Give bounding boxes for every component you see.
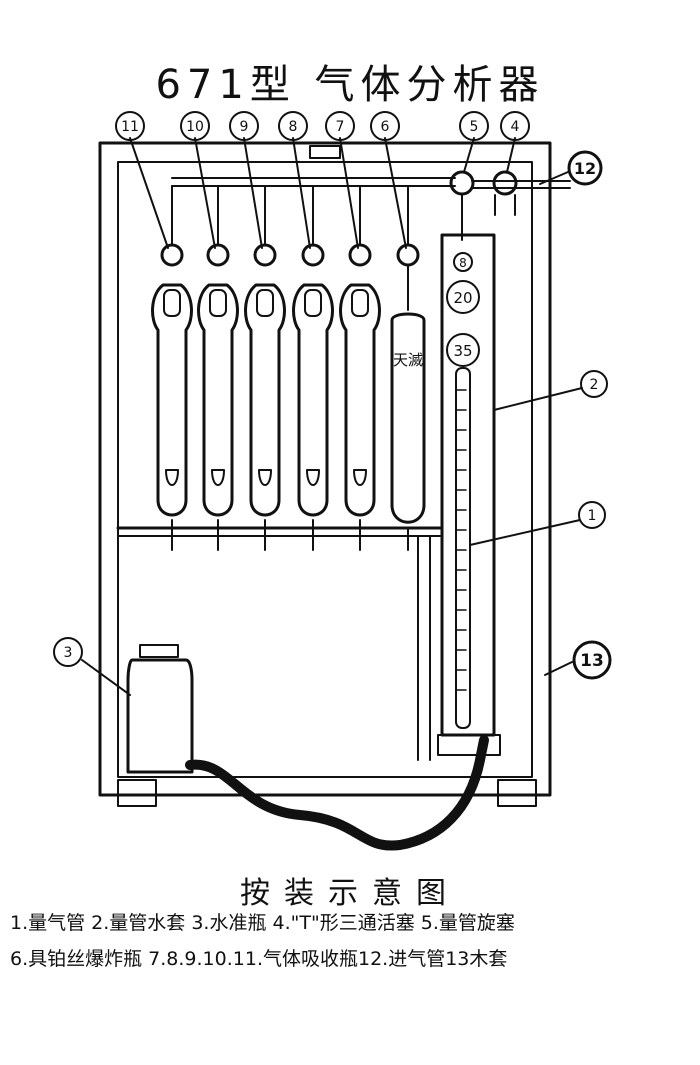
callout-5: 5 [470, 119, 479, 135]
absorption-bottle-8 [292, 185, 334, 551]
callout-circle-9 [229, 111, 259, 141]
burette-assembly [437, 193, 501, 756]
absorption-bottle-11 [151, 185, 193, 551]
t-stopcock-4 [492, 170, 518, 196]
callout-6: 6 [381, 119, 390, 135]
bottle-6-label: 天滅 [393, 351, 423, 369]
explosion-bottle-6 [390, 185, 426, 551]
legend-line-1: 1.量气管 2.量管水套 3.水准瓶 4."T"形三通活塞 5.量管旋塞 [10, 912, 515, 934]
callout-circle-2 [580, 370, 608, 398]
measuring-tube-1 [455, 367, 471, 729]
callout-3: 3 [64, 645, 73, 661]
tube-mark-8: 8 [459, 256, 467, 270]
callout-circle-7 [325, 111, 355, 141]
callout-circle-6 [370, 111, 400, 141]
callout-circle-3 [53, 637, 83, 667]
leveling-bottle-3 [126, 644, 194, 774]
rubber-hose [185, 735, 489, 851]
callout-11: 11 [121, 119, 139, 135]
callout-circle-8 [278, 111, 308, 141]
callout-circle-10 [180, 111, 210, 141]
absorption-bottles [151, 185, 426, 551]
callout-8: 8 [289, 119, 298, 135]
callout-circle-1 [578, 501, 606, 529]
callout-4: 4 [511, 119, 520, 135]
callout-circles [53, 111, 612, 680]
absorption-bottle-9 [244, 185, 286, 551]
callout-12: 12 [574, 159, 596, 178]
manifold-pipe [171, 177, 571, 189]
callout-circle-13 [572, 640, 612, 680]
callout-circle-12 [567, 150, 603, 186]
callout-7: 7 [336, 119, 345, 135]
diagram-subtitle: 按装示意图 [240, 876, 460, 911]
diagram-title: 671型 气体分析器 [155, 62, 545, 108]
callout-9: 9 [240, 119, 249, 135]
callout-13: 13 [580, 651, 604, 671]
burette-stopcock-5 [449, 170, 475, 196]
water-jacket-2 [440, 233, 496, 737]
leader-lines [81, 137, 583, 696]
callout-1: 1 [588, 508, 597, 524]
legend-line-2: 6.具铂丝爆炸瓶 7.8.9.10.11.气体吸收瓶12.进气管13木套 [10, 948, 508, 970]
callout-circle-4 [500, 111, 530, 141]
stopcocks [449, 170, 518, 216]
tube-mark-20: 20 [453, 289, 472, 307]
wooden-cabinet [98, 141, 552, 807]
absorption-bottle-10 [197, 185, 239, 551]
callout-circle-5 [459, 111, 489, 141]
callout-10: 10 [186, 119, 204, 135]
callout-2: 2 [590, 377, 599, 393]
absorption-bottle-7 [339, 185, 381, 551]
tube-mark-35: 35 [453, 342, 472, 360]
callout-circle-11 [115, 111, 145, 141]
